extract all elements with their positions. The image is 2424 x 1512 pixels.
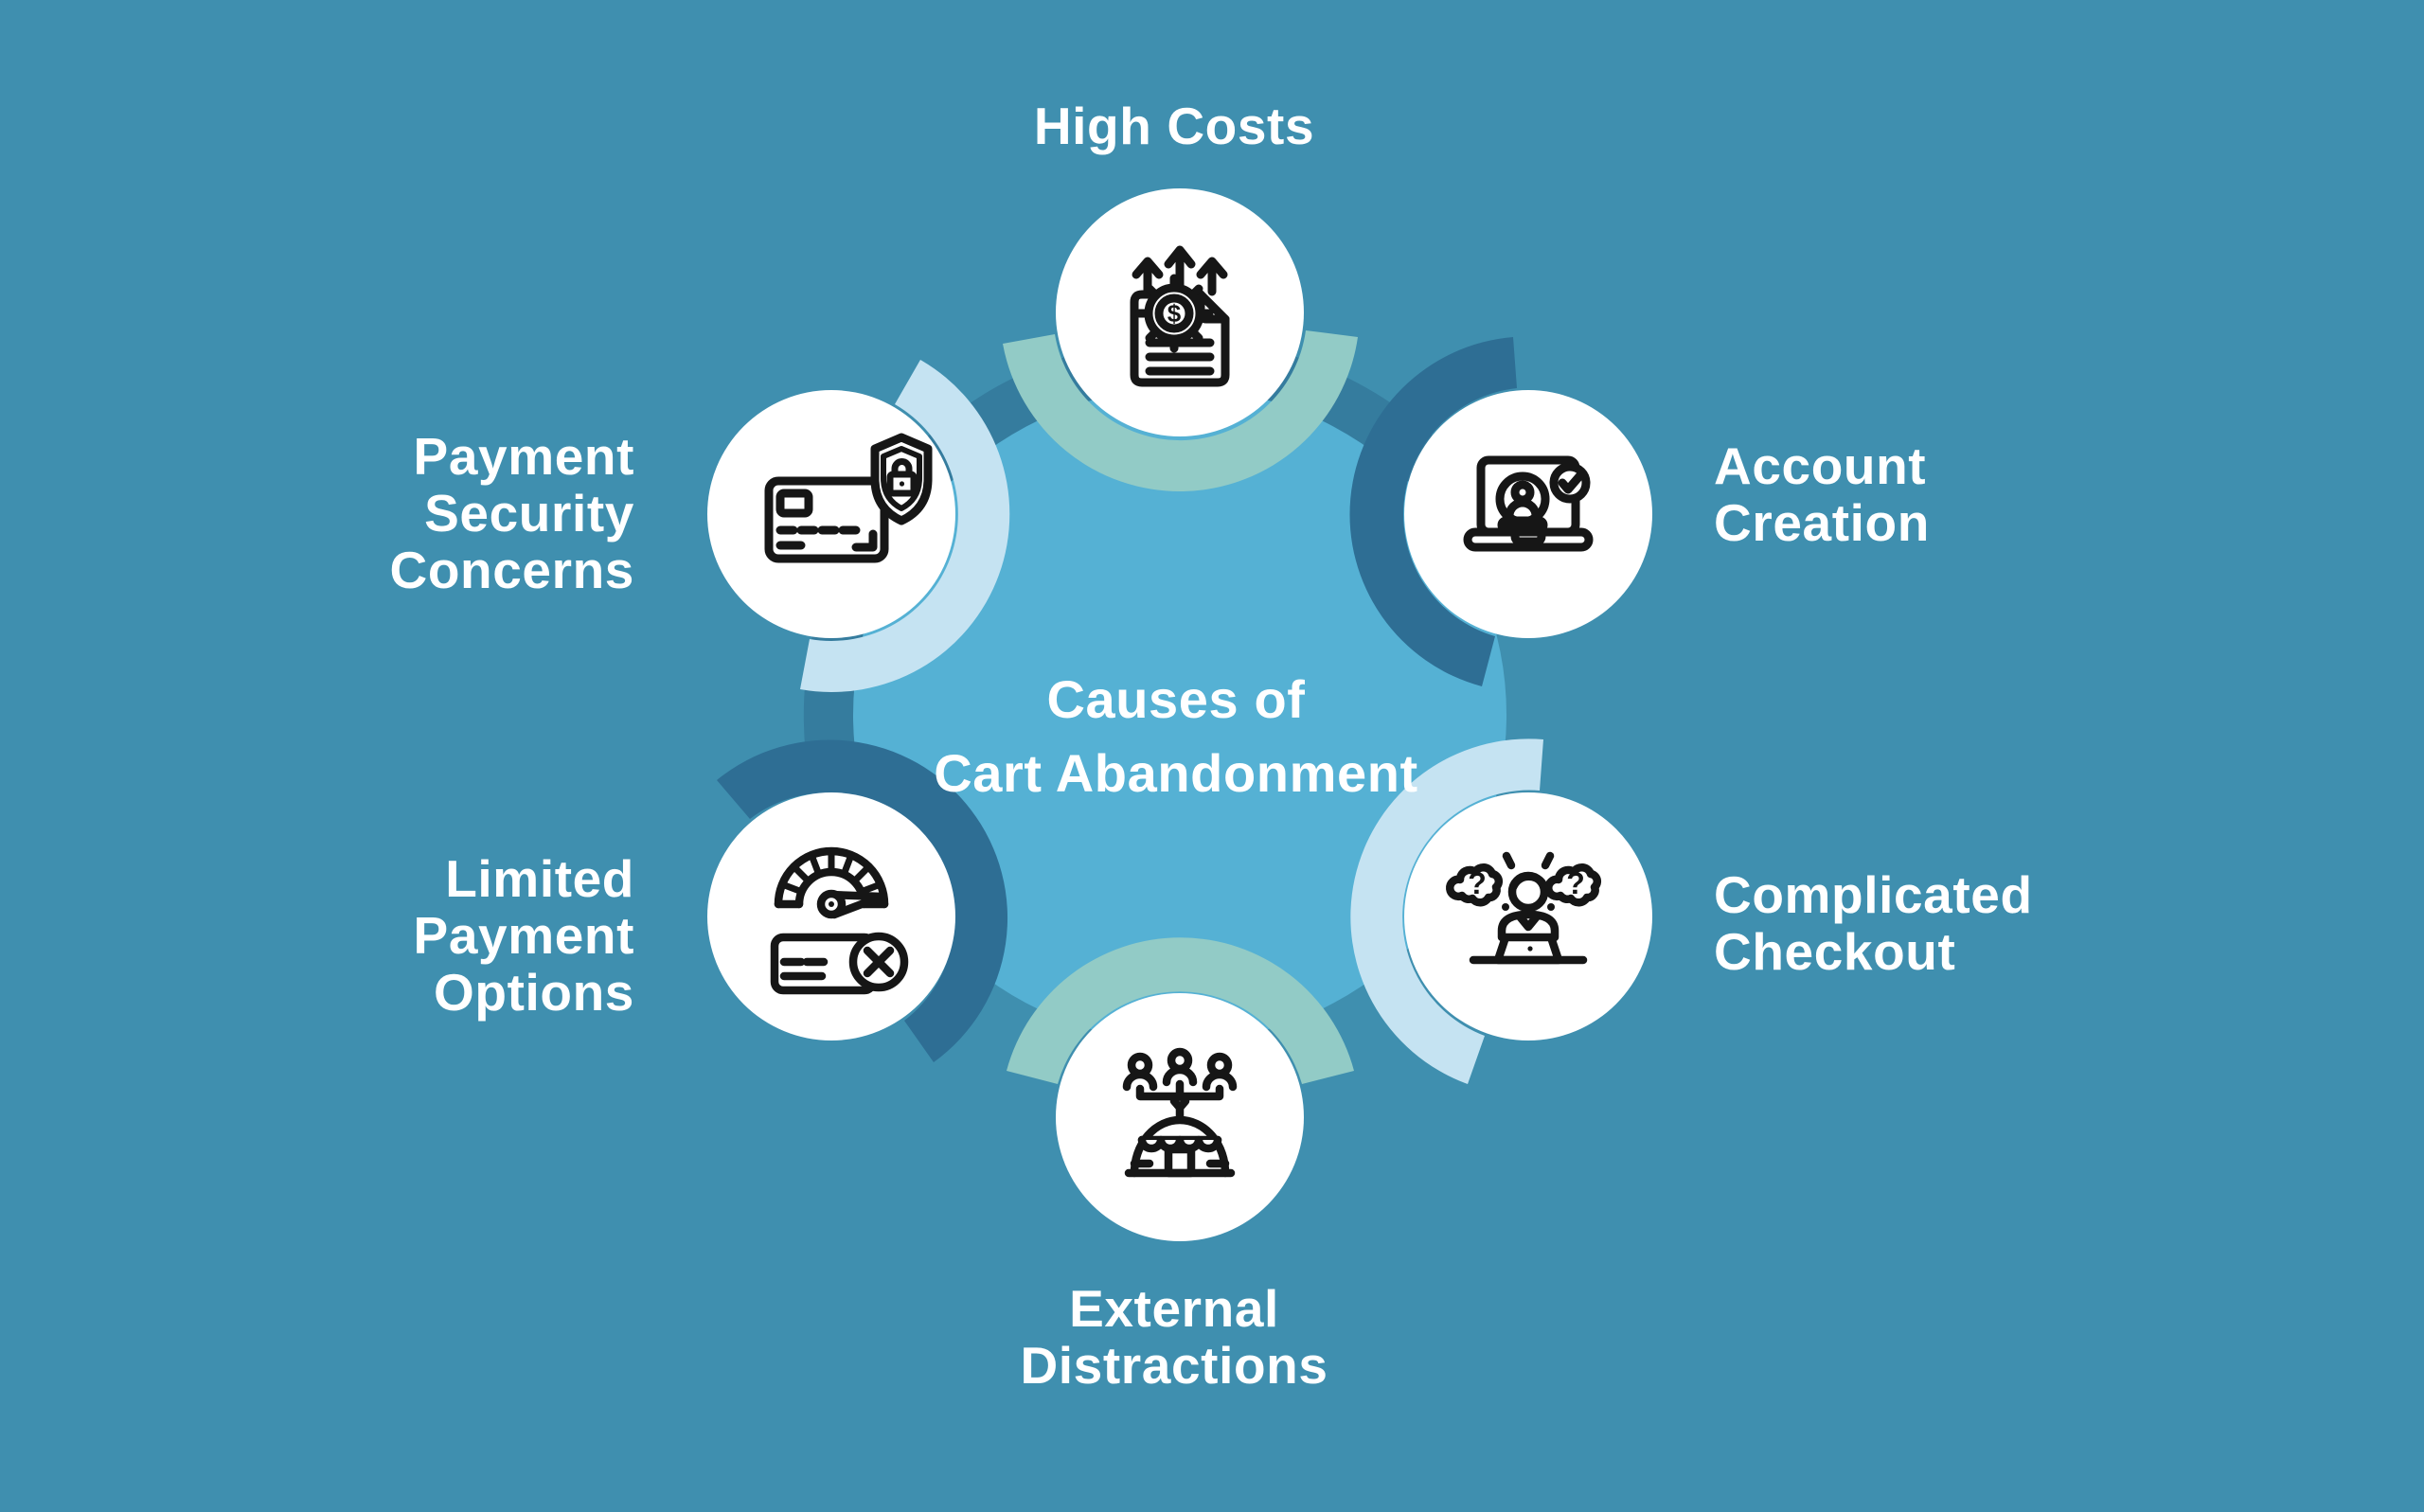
person-collar xyxy=(1515,912,1542,932)
up-arrow-icon xyxy=(1196,257,1228,296)
thought-cloud-icon: ? xyxy=(1446,863,1509,911)
name-bar xyxy=(1497,516,1548,534)
label-line: Checkout xyxy=(1714,922,1956,981)
up-arrow-icon xyxy=(1164,245,1196,293)
rising-costs-document-icon: $ xyxy=(1130,245,1230,387)
credit-card xyxy=(764,476,889,563)
label-account-creation: Account Creation xyxy=(1714,437,1930,551)
label-external-distractions: External Distractions xyxy=(1020,1280,1328,1394)
thought-cloud-icon: ? xyxy=(1544,863,1602,911)
label-high-costs: High Costs xyxy=(1034,98,1314,154)
arc-payment-security xyxy=(800,360,1010,692)
center-title: Causes of Cart Abandonment xyxy=(934,663,1418,810)
x-mark-icon xyxy=(863,946,895,978)
center-title-line: Cart Abandonment xyxy=(934,743,1418,803)
arc-external-distractions xyxy=(1007,937,1354,1084)
declined-card-icon xyxy=(770,932,909,995)
label-line: Complicated xyxy=(1714,865,2033,924)
gear-dollar-icon: $ xyxy=(1134,274,1214,353)
crowd-marketplace-icon xyxy=(1122,1047,1238,1178)
label-line: External xyxy=(1069,1279,1279,1338)
gauge-declined-card-icon xyxy=(770,846,909,995)
people-group-icon xyxy=(1122,1047,1238,1092)
label-line: Limited xyxy=(445,849,634,908)
center-title-line: Causes of xyxy=(1046,669,1306,729)
shield-lock-icon xyxy=(870,433,933,525)
arc-limited-payment xyxy=(717,739,1008,1062)
question-glyph: ? xyxy=(1468,866,1487,900)
arc-high-costs xyxy=(1003,330,1358,491)
arc-complicated-checkout xyxy=(1350,738,1543,1084)
avatar-shoulders xyxy=(1505,498,1541,521)
verified-badge-icon xyxy=(1549,462,1591,504)
question-glyph: ? xyxy=(1566,866,1585,900)
gauge-icon xyxy=(774,846,889,919)
person-body xyxy=(1497,910,1560,942)
arc-account-creation xyxy=(1349,337,1517,686)
label-line: Payment xyxy=(413,906,634,965)
dollar-glyph: $ xyxy=(1167,299,1182,328)
confused-user-laptop-icon: ? ? xyxy=(1446,851,1602,965)
label-line: Account xyxy=(1714,436,1927,495)
laptop-notch xyxy=(1510,527,1546,546)
label-line: High Costs xyxy=(1033,97,1315,155)
center-circle xyxy=(853,388,1506,1041)
label-line: Creation xyxy=(1714,493,1930,552)
market-stall-icon xyxy=(1124,1105,1236,1178)
stress-marks xyxy=(1502,851,1555,870)
label-limited-payment-options: Limited Payment Options xyxy=(414,850,634,1021)
document-lines xyxy=(1145,338,1215,376)
person-hair xyxy=(1508,872,1548,892)
label-payment-security-concerns: Payment Security Concerns xyxy=(390,428,634,598)
card-chip xyxy=(775,489,813,518)
label-line: Distractions xyxy=(1020,1336,1328,1395)
label-line: Payment xyxy=(413,427,634,486)
laptop-profile-verified-icon xyxy=(1463,455,1594,552)
card-shield-lock-icon xyxy=(764,433,933,563)
label-line: Options xyxy=(434,963,634,1022)
card-detail-lines xyxy=(775,529,878,552)
label-complicated-checkout: Complicated Checkout xyxy=(1714,866,2033,980)
label-line: Concerns xyxy=(389,541,634,599)
label-line: Security xyxy=(424,484,634,543)
